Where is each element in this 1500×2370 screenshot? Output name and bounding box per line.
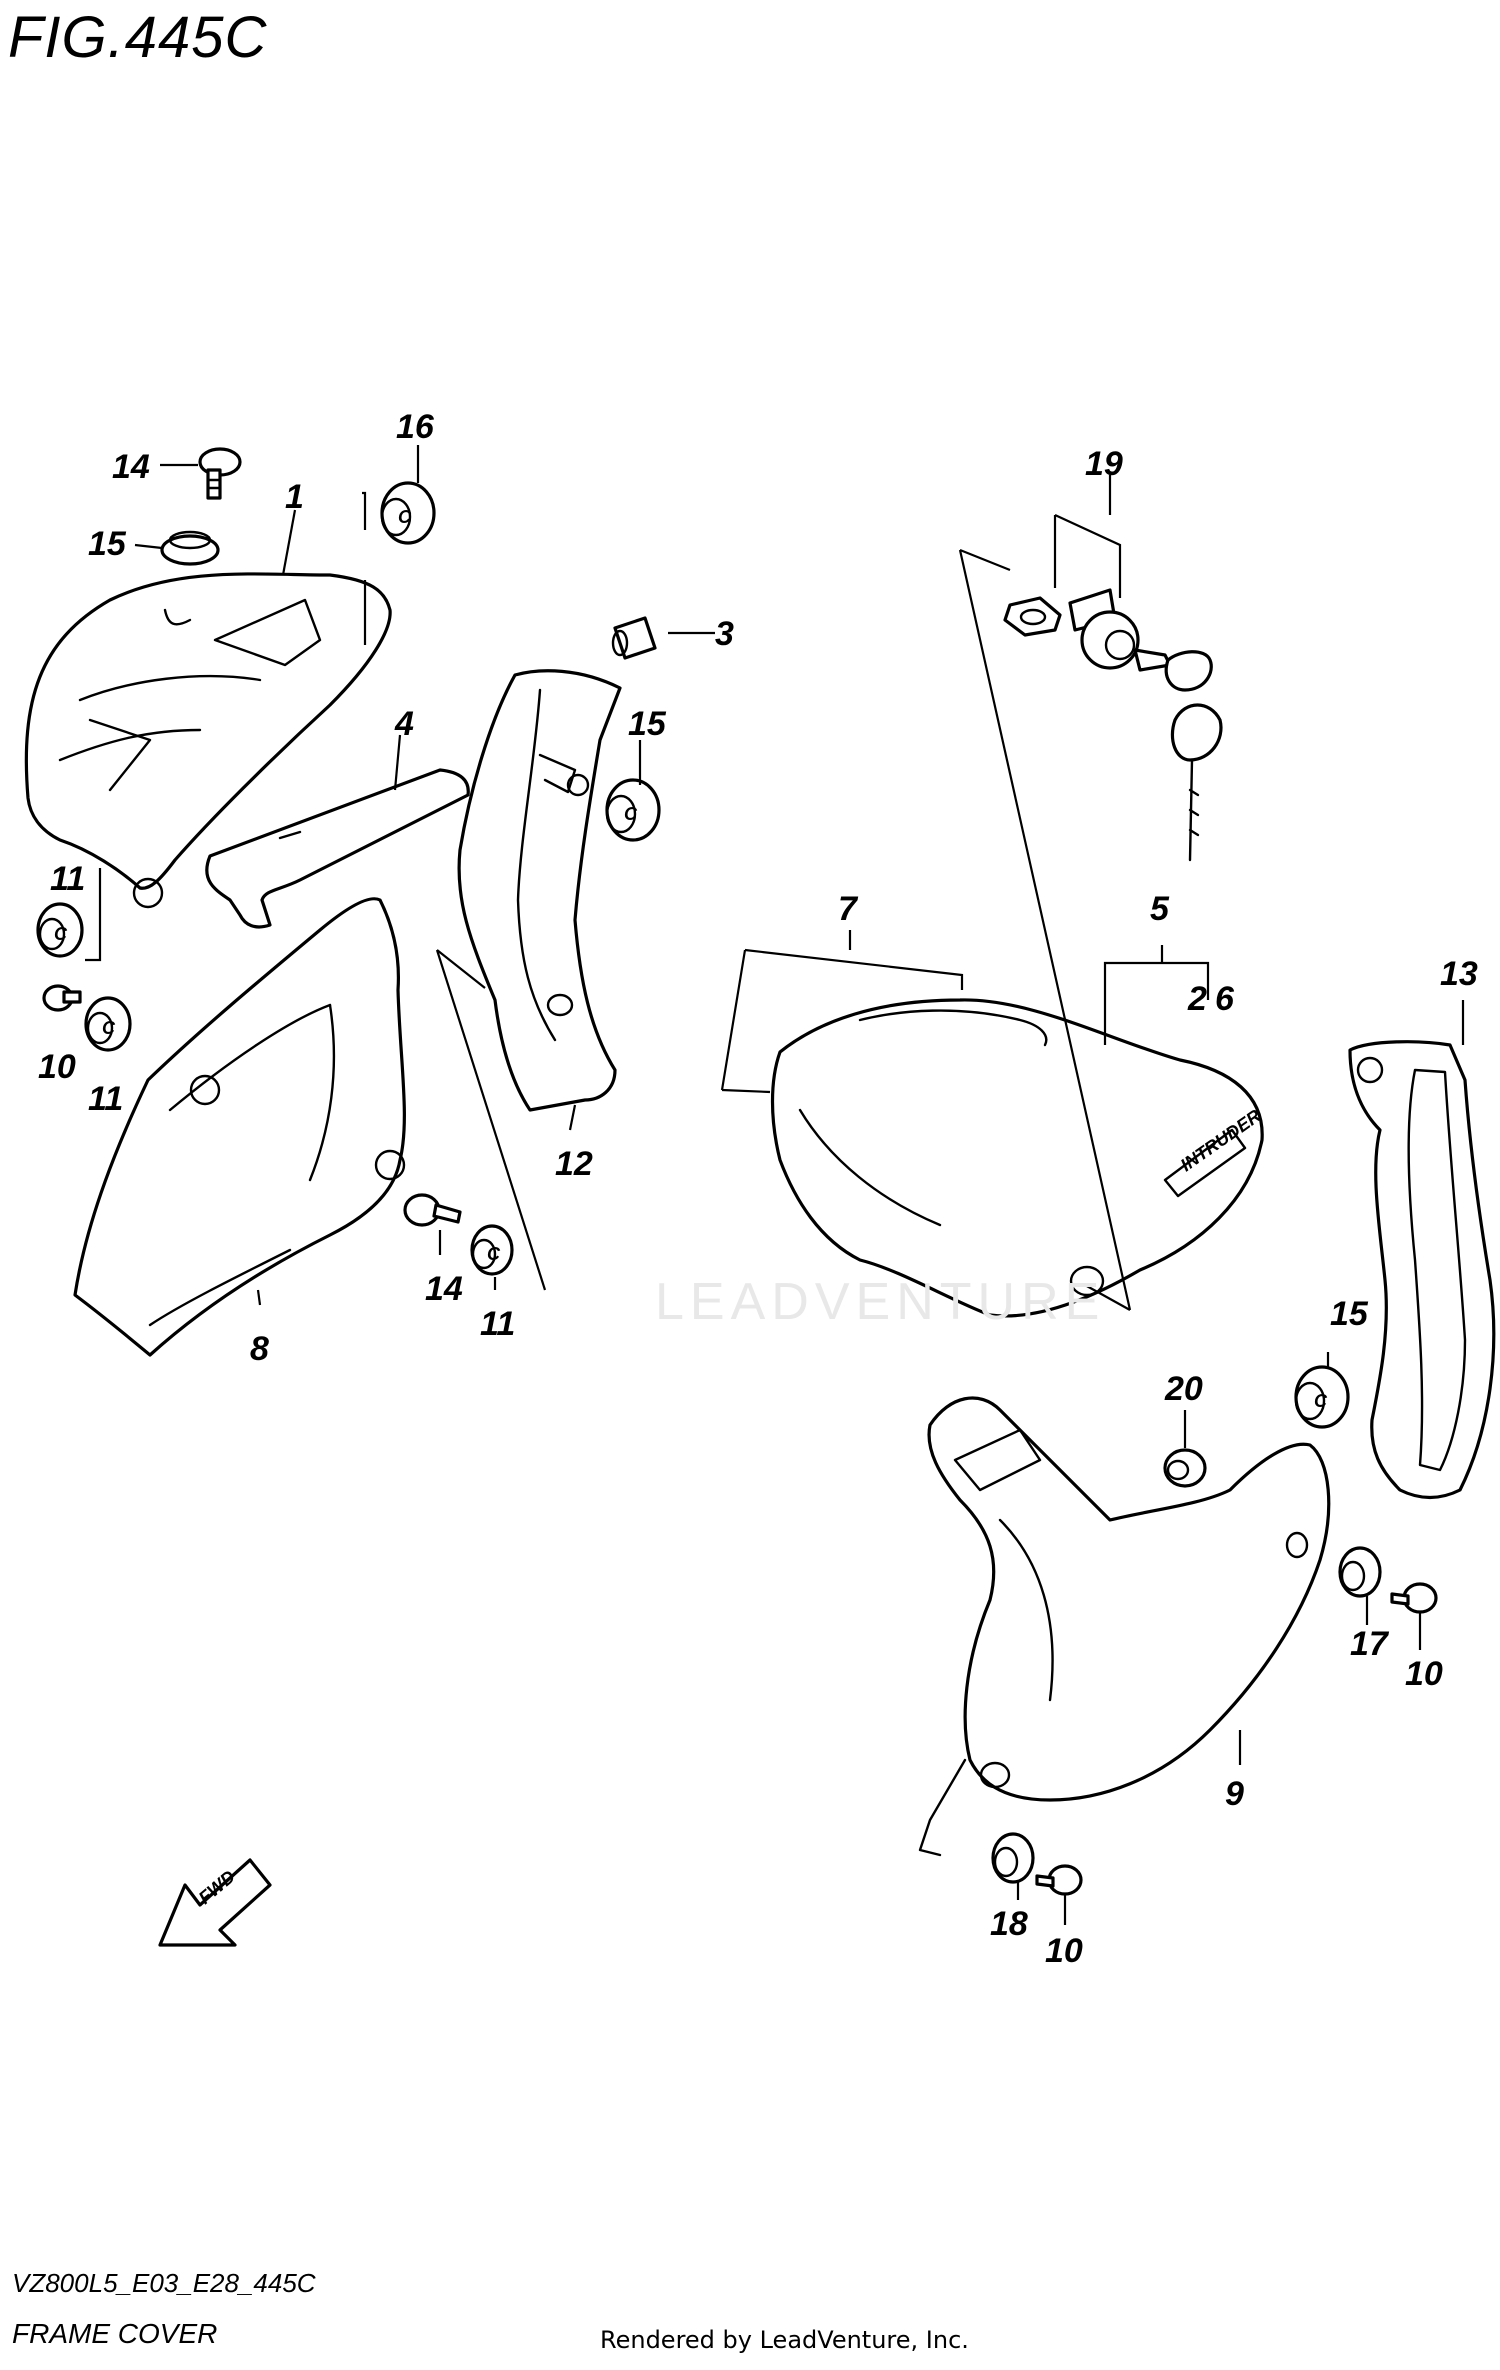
callout-17: 17	[1350, 1625, 1390, 1663]
diagram-subtitle: FRAME COVER	[12, 2318, 218, 2349]
part-18-grommet[interactable]	[991, 1832, 1035, 1884]
part-15-grommet-top[interactable]	[160, 530, 220, 566]
part-19-lock-set[interactable]	[1003, 588, 1223, 862]
callout-3: 3	[715, 615, 734, 653]
part-12-bracket[interactable]	[457, 669, 622, 1112]
callout-8: 8	[250, 1330, 269, 1368]
part-14-screw-top[interactable]	[198, 447, 242, 500]
part-10-screw-left[interactable]	[42, 984, 82, 1012]
grommet-mark-11b: C	[102, 1018, 116, 1038]
part-5-frame-cover[interactable]: INTRUDER	[770, 998, 1265, 1318]
part-10-screw-right[interactable]	[1390, 1582, 1438, 1614]
callout-labels: 14 15 1 16 3 15 4 11 10 11 12 8 14 11 19…	[38, 408, 1478, 1970]
part-3-collar[interactable]	[611, 616, 657, 660]
part-8-side-cover[interactable]	[73, 897, 406, 1357]
callout-10-right: 10	[1405, 1655, 1443, 1693]
part-1-rear-cover[interactable]	[24, 572, 392, 909]
callout-10-left: 10	[38, 1048, 76, 1086]
part-15-grommet-mid[interactable]	[605, 778, 661, 842]
grommet-mark-15b: C	[624, 804, 638, 824]
callout-9: 9	[1225, 1775, 1244, 1813]
part-11-grommet-c[interactable]	[470, 1224, 514, 1276]
part-14-screw-lower[interactable]	[403, 1193, 462, 1227]
part-20-grommet[interactable]	[1163, 1448, 1207, 1488]
part-16-grommet[interactable]	[380, 481, 436, 545]
callout-11-left: 11	[88, 1080, 123, 1118]
part-11-grommet-a[interactable]	[36, 902, 84, 958]
part-9-lower-cover[interactable]	[918, 1396, 1331, 1857]
part-7-decal[interactable]	[720, 948, 964, 1094]
part-15-grommet-right[interactable]	[1294, 1365, 1350, 1429]
callout-leaders	[134, 445, 1465, 1925]
callout-14-top: 14	[112, 448, 150, 486]
callout-7: 7	[838, 890, 859, 928]
assembly-lines	[85, 491, 1132, 1311]
callout-11-top: 11	[50, 860, 85, 898]
part-17-grommet[interactable]	[1338, 1546, 1382, 1598]
callout-15-mid: 15	[628, 705, 667, 743]
callout-6: 6	[1215, 980, 1235, 1018]
fwd-arrow-icon: FWD	[158, 1858, 272, 1947]
callout-4: 4	[394, 705, 414, 743]
callout-16: 16	[396, 408, 435, 446]
part-13-bracket[interactable]	[1348, 1040, 1496, 1500]
part-10-screw-bottom[interactable]	[1035, 1864, 1083, 1896]
part-4-plate[interactable]	[205, 768, 470, 929]
part-11-grommet-b[interactable]	[84, 996, 132, 1052]
callout-20: 20	[1164, 1370, 1203, 1408]
callout-13: 13	[1440, 955, 1478, 993]
callout-10-bottom: 10	[1045, 1932, 1083, 1970]
diagram-code: VZ800L5_E03_E28_445C	[12, 2268, 316, 2298]
callout-15-top: 15	[88, 525, 127, 563]
rendered-by-credit: Rendered by LeadVenture, Inc.	[600, 2326, 969, 2354]
figure-title: FIG.445C	[8, 5, 268, 70]
callout-5: 5	[1150, 890, 1170, 928]
callout-12: 12	[555, 1145, 593, 1183]
grommet-mark-16: C	[398, 507, 412, 527]
watermark: LEADVENTURE	[655, 1273, 1106, 1331]
callout-11-lower: 11	[480, 1305, 515, 1343]
callout-19: 19	[1085, 445, 1123, 483]
grommet-mark-11c: C	[487, 1244, 501, 1264]
callout-14-lower: 14	[425, 1270, 463, 1308]
grommet-mark-15c: C	[1314, 1391, 1328, 1411]
grommet-mark-11a: C	[54, 924, 68, 944]
callout-18: 18	[990, 1905, 1028, 1943]
callout-15-right: 15	[1330, 1295, 1369, 1333]
callout-1: 1	[285, 478, 304, 516]
callout-2: 2	[1187, 980, 1207, 1018]
